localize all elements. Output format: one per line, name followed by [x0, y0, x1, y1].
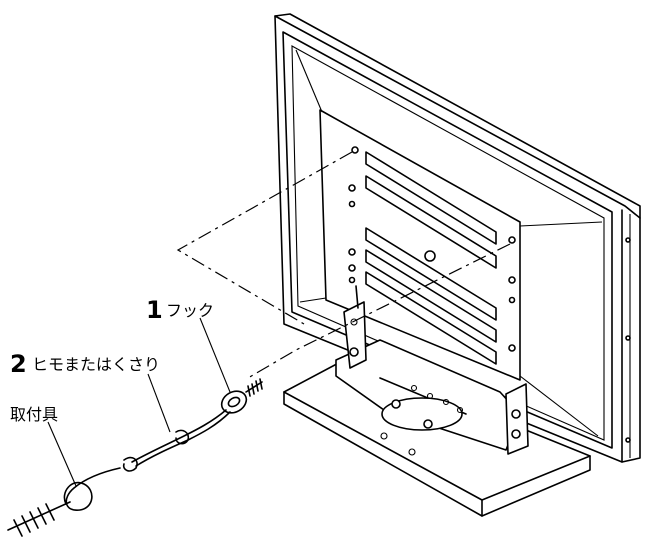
hook-number: 1	[146, 296, 163, 324]
fixture-label: 取付具	[10, 405, 58, 424]
cord-label: ヒモまたはくさり	[32, 355, 160, 374]
label-fixture: 取付具	[10, 405, 58, 424]
mounting-holes	[348, 146, 631, 443]
leader-lines	[47, 317, 231, 487]
label-hook: 1 フック	[146, 296, 214, 324]
cord-icon	[122, 409, 231, 472]
hook-label: フック	[166, 301, 214, 320]
label-cord: 2 ヒモまたはくさり	[10, 350, 160, 378]
wall-fixture-icon	[7, 467, 121, 537]
vent-slots	[365, 151, 497, 365]
cord-number: 2	[10, 350, 27, 378]
guide-lines	[176, 151, 511, 379]
hook-icon	[220, 378, 263, 414]
